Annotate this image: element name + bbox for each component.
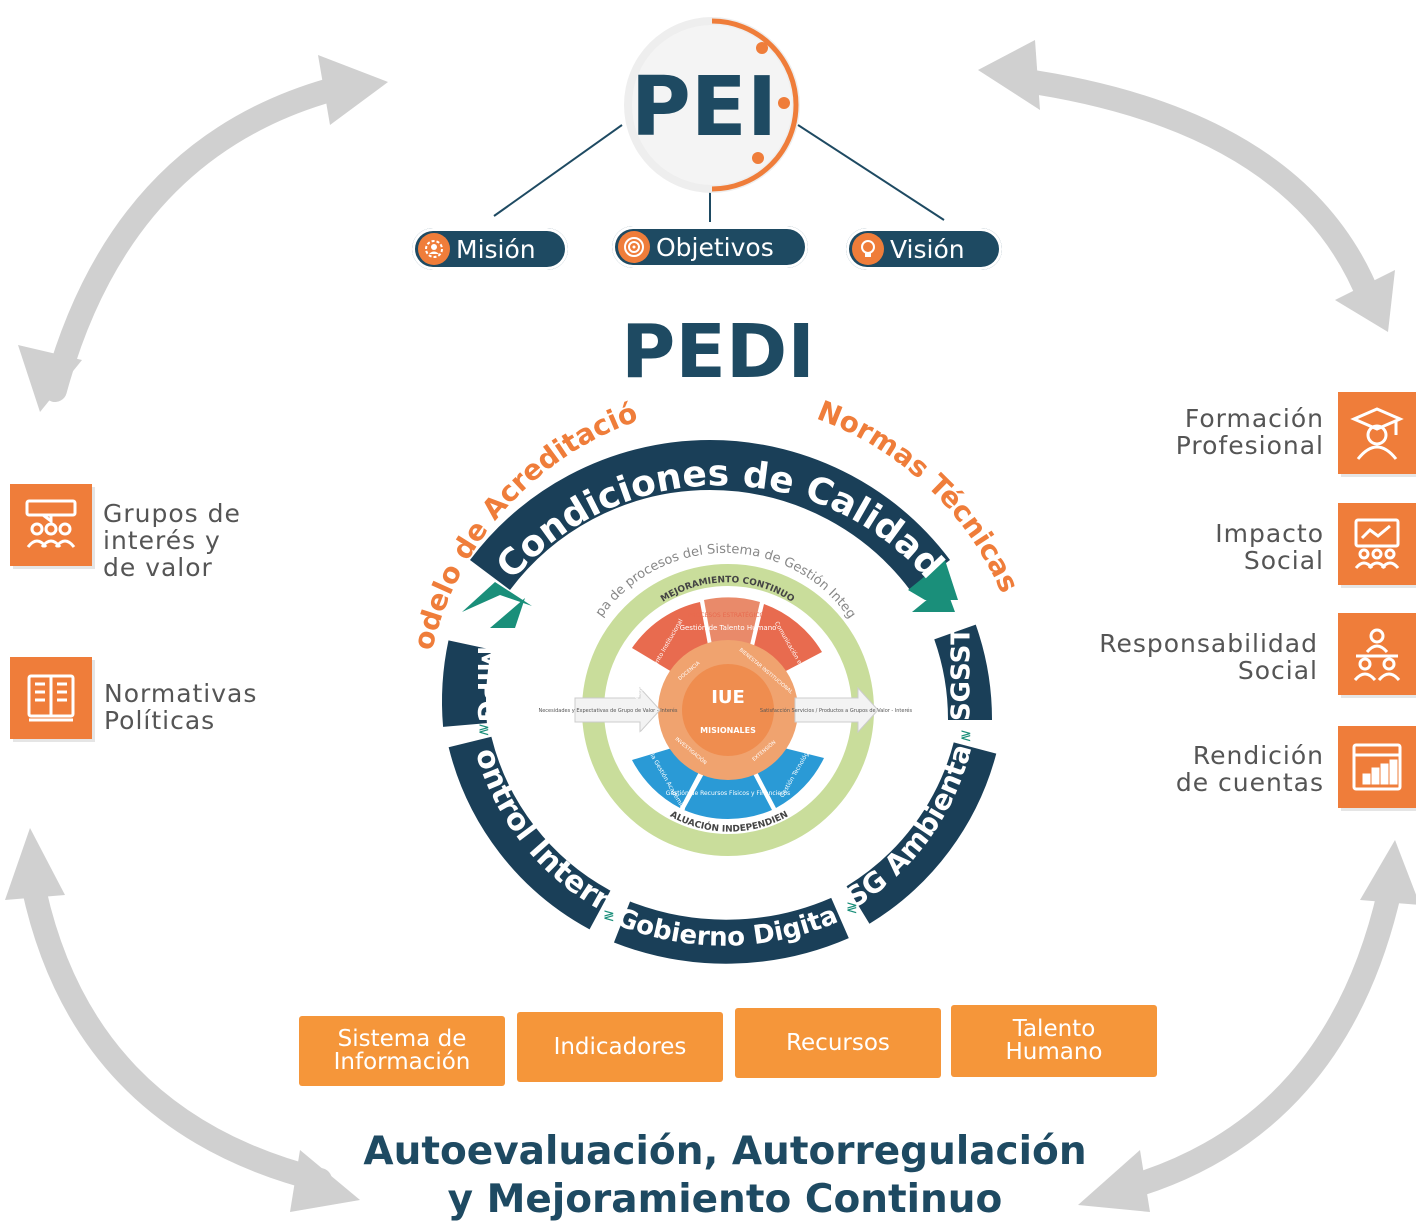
cycle-arrow-top-right — [1008, 68, 1382, 312]
arrowhead-bottom-right-a — [1078, 1150, 1150, 1212]
estrategicos-text: PROCESOS ESTRATÉGICOS — [688, 611, 768, 619]
recursos-process-text: Gestión de Recursos Físicos y Financiero… — [666, 790, 790, 797]
pei-orbit-arc — [711, 18, 799, 192]
community-chart-icon — [1338, 503, 1416, 585]
indicadores-box: Indicadores — [517, 1012, 723, 1082]
arrowhead-bottom-left-b — [290, 1150, 360, 1212]
outer-ring — [442, 440, 997, 964]
misionales-text: MISIONALES — [700, 726, 756, 735]
sgsst-text: SGSST — [947, 627, 977, 721]
recursos-box: Recursos — [735, 1008, 941, 1078]
people-meeting-icon — [1338, 613, 1416, 695]
cycle-arrow-bottom-left — [20, 868, 332, 1192]
connector-mision — [493, 124, 623, 217]
group-meeting-icon — [10, 484, 92, 566]
pedi-title: PEDI — [621, 309, 815, 395]
arrowhead-bottom-right-b — [1360, 840, 1416, 905]
graduate-icon — [1338, 392, 1416, 474]
salida-text: Satisfacción Servicios / Productos a Gru… — [760, 707, 913, 714]
bottom-title: Autoevaluación, Autorregulación y Mejora… — [363, 1129, 1087, 1222]
arrowhead-top-left-b — [18, 345, 82, 412]
arrowhead-top-left-a — [318, 55, 388, 125]
book-icon — [10, 657, 92, 739]
mision-pill: Misión — [412, 228, 568, 270]
teal-chevron-left — [462, 582, 532, 612]
cycle-arrow-bottom-right — [1108, 868, 1404, 1202]
talento-process-text: Gestión de Talento Humano — [680, 624, 777, 632]
process-map — [574, 564, 879, 856]
iue-text: IUE — [711, 687, 745, 708]
arrowhead-top-right-b — [1335, 270, 1395, 332]
svg-text:≷: ≷ — [478, 722, 490, 738]
connector-vision — [797, 124, 945, 221]
pei-title: PEI — [631, 60, 778, 155]
vision-pill: Visión — [846, 228, 1002, 270]
vision-label: Visión — [890, 234, 965, 264]
svg-text:≷: ≷ — [603, 908, 615, 924]
gear-person-icon — [418, 233, 450, 265]
lightbulb-icon — [852, 233, 884, 265]
svg-text:≷: ≷ — [960, 728, 972, 744]
objetivos-pill: Objetivos — [612, 226, 808, 268]
arrowhead-bottom-left-a — [5, 828, 65, 900]
dashboard-chart-icon — [1338, 726, 1416, 808]
entrada-text: Necesidades y Expectativas de Grupo de V… — [538, 707, 677, 714]
cycle-arrow-top-left — [43, 78, 342, 402]
arrowhead-top-right-a — [978, 40, 1040, 110]
objetivos-label: Objetivos — [656, 232, 774, 262]
mision-label: Misión — [456, 234, 536, 264]
procesos-apoyo-text: PROCESOS DE APOYO — [695, 809, 761, 816]
mipg-text: MIPG — [471, 646, 501, 722]
svg-text:≷: ≷ — [846, 900, 858, 916]
target-icon — [618, 231, 650, 263]
